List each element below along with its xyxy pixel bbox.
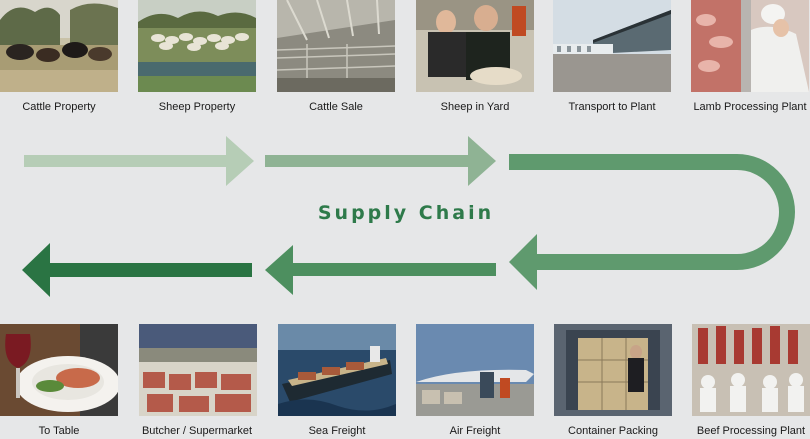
beef-processing-plant-photo (692, 324, 810, 416)
diagram-title: Supply Chain (317, 202, 495, 224)
caption-transport-to-plant: Transport to Plant (568, 101, 656, 113)
caption-sea-freight: Sea Freight (308, 425, 366, 437)
arrow-left-5 (22, 243, 252, 297)
sheep-property-photo (138, 0, 256, 92)
caption-sheep-in-yard: Sheep in Yard (440, 101, 510, 113)
butcher-supermarket-photo (139, 324, 257, 416)
caption-butcher-supermarket: Butcher / Supermarket (141, 425, 253, 437)
arrow-u-turn (509, 154, 795, 290)
caption-beef-processing-plant: Beef Processing Plant (696, 425, 806, 437)
caption-container-packing: Container Packing (568, 425, 658, 437)
arrow-right-2 (265, 136, 496, 186)
caption-air-freight: Air Freight (449, 425, 501, 437)
sea-freight-photo (278, 324, 396, 416)
sheep-in-yard-photo (416, 0, 534, 92)
caption-cattle-sale: Cattle Sale (309, 101, 363, 113)
air-freight-photo (416, 324, 534, 416)
cattle-sale-photo (277, 0, 395, 92)
lamb-processing-plant-photo (691, 0, 809, 92)
container-packing-photo (554, 324, 672, 416)
cattle-property-photo (0, 0, 118, 92)
arrow-right-1 (24, 136, 254, 186)
caption-cattle-property: Cattle Property (22, 101, 96, 113)
transport-to-plant-photo (553, 0, 671, 92)
caption-sheep-property: Sheep Property (158, 101, 236, 113)
caption-to-table: To Table (38, 425, 80, 437)
to-table-photo (0, 324, 118, 416)
arrow-left-4 (265, 245, 496, 295)
caption-lamb-processing-plant: Lamb Processing Plant (693, 101, 807, 113)
